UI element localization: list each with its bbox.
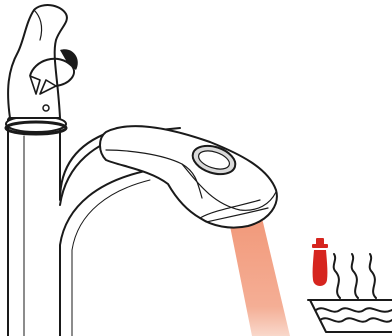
thermometer-icon [312,238,328,286]
faucet-handle [8,5,67,118]
steam-icon [334,254,376,298]
handle-screw [43,105,49,111]
hot-water-basin-icon [308,300,392,332]
hot-water-stream-icon [230,218,290,336]
faucet-icon [6,5,277,336]
